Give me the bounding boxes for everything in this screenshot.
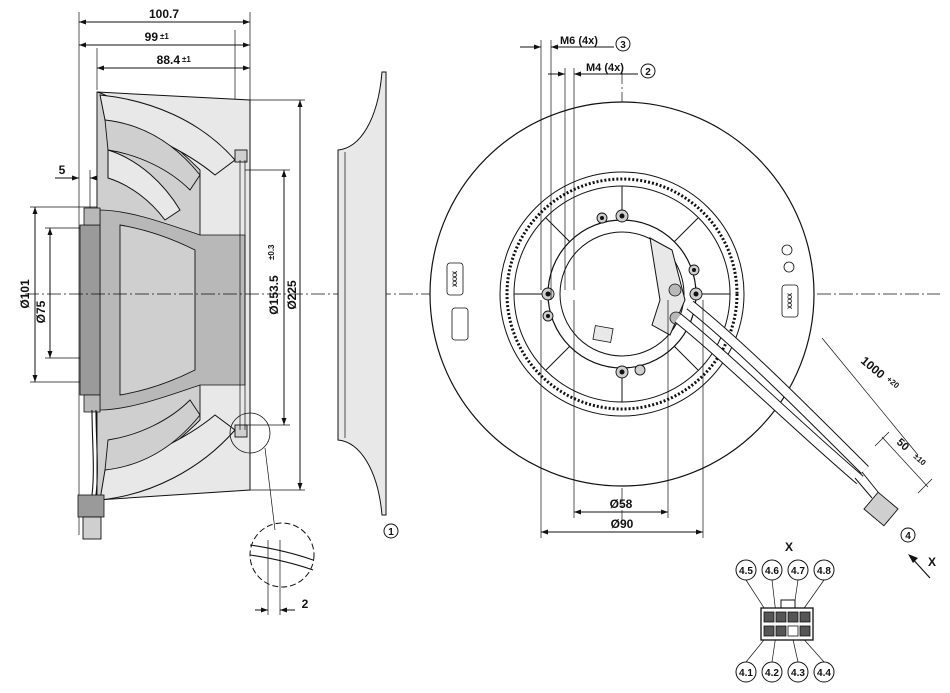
cable-connector [863,491,899,527]
dim-width-88-label: 88.4 [157,53,181,67]
dim-offset-label: 5 [59,163,66,177]
pin-4-1: 4.1 [739,668,753,679]
pin-labels-bottom: 4.1 4.2 4.3 4.4 [735,661,835,683]
dim-width-99-label: 99 [145,30,159,44]
dim-m6-thread: M6 (4x) 3 [520,35,631,300]
sticker-right-text: XXXX [788,293,794,309]
thread-m6-ref: 3 [620,40,626,51]
pin-4-4: 4.4 [817,668,831,679]
connector-body [745,579,825,663]
dim-width-88-4: 88.4 ±1 [97,53,250,71]
connector-ref: 4 [905,531,911,542]
cable [674,300,899,527]
hub-label-plate [592,325,614,343]
dim-width-100-7-label: 100.7 [149,7,179,21]
detail-marker-circle [229,412,271,454]
dim-width-99-tolerance: ±1 [160,32,169,41]
dim-m4-thread: M4 (4x) 2 [548,62,656,290]
dim-width-99: 99 ±1 [79,30,250,48]
pin-4-5: 4.5 [739,566,753,577]
pin-4-6: 4.6 [765,566,779,577]
dim-diameter-90-label: Ø90 [611,517,634,531]
detail-gap-label: 2 [302,597,309,611]
side-view: 100.7 99 ±1 88.4 ±1 5 [18,7,940,615]
pin-4-8: 4.8 [817,566,831,577]
pin-4-7: 4.7 [791,566,805,577]
dim-diameter-75: Ø75 [34,227,85,359]
detail-view: 2 [249,522,315,615]
sticker-left-text: XXXX [453,271,459,287]
dim-diameter-153-5: Ø153.5 ±0.3 [245,169,290,426]
thread-m4-label: M4 (4x) [586,62,624,74]
dim-diameter-58: Ø58 [573,300,669,518]
dim-strip-length: 50 ±10 [874,431,933,494]
connector-detail: X 4.5 4.6 4.7 4.8 [735,540,835,683]
connector-detail-title: X [785,540,793,554]
pin-4-3: 4.3 [791,668,805,679]
dim-diameter-75-label: Ø75 [34,300,48,323]
front-view: XXXX XXXX M6 (4x) 3 M [429,35,936,579]
dim-diameter-153-tolerance: ±0.3 [267,244,276,260]
dim-width-100-7: 100.7 [79,7,250,25]
inlet-ring-ref: 1 [388,527,394,538]
strip-length-label: 50 [894,436,911,453]
dim-diameter-225: Ø225 [250,99,305,491]
dim-diameter-58-label: Ø58 [610,497,633,511]
thread-m6-label: M6 (4x) [560,35,598,47]
fan-side-body [77,91,251,540]
dim-diameter-153-label: Ø153.5 [267,275,281,315]
sticker-right: XXXX [781,244,799,318]
cable-length-tolerance: +20 [885,375,902,391]
pin-4-2: 4.2 [765,668,779,679]
inlet-ring-profile: 1 [337,71,399,539]
strip-length-tolerance: ±10 [912,452,928,468]
screw-holes [541,209,703,379]
section-arrow: X [908,554,936,579]
sticker-left: XXXX [446,262,469,341]
cable-length-label: 1000 [858,354,888,382]
pin-labels-top: 4.5 4.6 4.7 4.8 [735,559,835,581]
thread-m4-ref: 2 [645,67,651,78]
dim-diameter-90: Ø90 [540,300,704,538]
dim-width-88-tolerance: ±1 [182,55,191,64]
section-arrow-label: X [928,555,936,569]
dim-diameter-225-label: Ø225 [285,280,299,310]
